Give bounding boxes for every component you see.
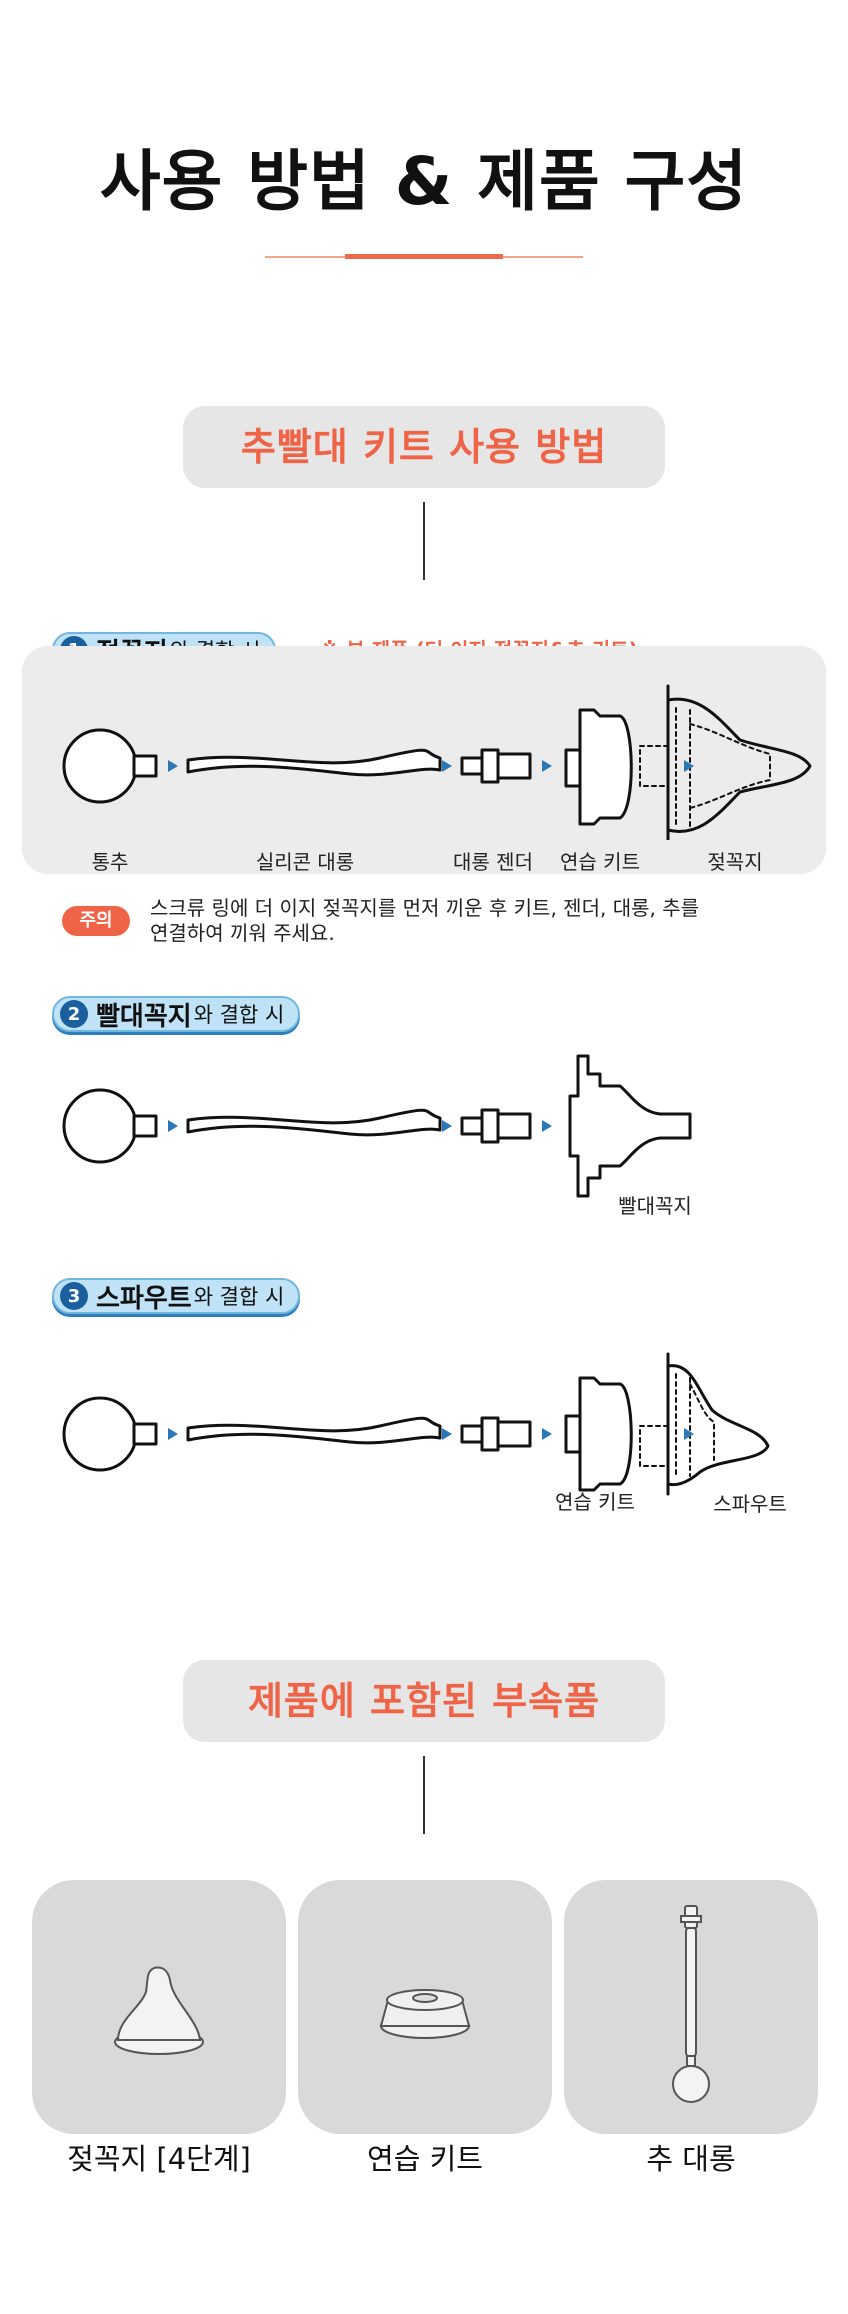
silicone-tube-icon <box>186 748 442 777</box>
practice-kit-side-icon <box>564 708 633 826</box>
arrow-icon <box>542 1120 552 1132</box>
caution-badge: 주의 <box>62 906 130 936</box>
spout-side-icon <box>639 1352 770 1496</box>
arrow-icon <box>542 1428 552 1440</box>
accessory-label-weighted-straw: 추 대롱 <box>646 2142 736 2176</box>
step-2-arrows <box>168 1120 552 1132</box>
accessory-card-nipple <box>32 1880 286 2134</box>
nipple-side-icon <box>639 684 812 840</box>
tube-gender-icon <box>460 1108 532 1144</box>
step-3-label: 3 스파우트 와 결합 시 <box>52 1278 301 1314</box>
accessory-label-practice-kit: 연습 키트 <box>367 2142 483 2176</box>
step-3-title: 스파우트 <box>96 1283 192 1314</box>
nipple-icon <box>114 1966 204 2055</box>
practice-kit-side-icon <box>564 1376 633 1492</box>
arrow-icon <box>442 1428 452 1440</box>
arrow-icon <box>442 760 452 772</box>
arrow-icon <box>684 760 694 772</box>
straw-spout-icon <box>568 1054 692 1198</box>
arrow-icon <box>168 1428 178 1440</box>
step-3-number: 3 <box>60 1282 88 1310</box>
weight-ball-icon <box>62 1396 158 1472</box>
accessories-section-heading: 제품에 포함된 부속품 <box>183 1660 665 1742</box>
caution-line-1: 스크류 링에 더 이지 젖꼭지를 먼저 끼운 후 키트, 젠더, 대롱, 추를 <box>150 896 700 920</box>
step-2-assembly-diagram <box>62 1054 692 1198</box>
part-label-practice-kit: 연습 키트 <box>560 850 640 874</box>
caution-line-2: 연결하여 끼워 주세요. <box>150 921 335 945</box>
arrow-icon <box>542 760 552 772</box>
step-2-title: 빨대꼭지 <box>96 1001 192 1032</box>
weight-ball-icon <box>62 1088 158 1164</box>
caution-text: 스크류 링에 더 이지 젖꼭지를 먼저 끼운 후 키트, 젠더, 대롱, 추를 … <box>150 896 790 946</box>
part-label-practice-kit-2: 연습 키트 <box>555 1490 635 1514</box>
tube-gender-icon <box>460 748 532 784</box>
arrow-icon <box>168 760 178 772</box>
arrow-icon <box>684 1428 694 1440</box>
part-label-straw-spout: 빨대꼭지 <box>618 1194 692 1218</box>
weight-ball-icon <box>62 728 158 804</box>
weighted-straw-icon <box>672 1905 710 2103</box>
silicone-tube-icon <box>186 1108 442 1137</box>
step-1-assembly-diagram <box>62 684 812 840</box>
accessory-card-practice-kit <box>298 1880 552 2134</box>
part-label-nipple: 젖꼭지 <box>707 850 763 874</box>
tube-gender-icon <box>460 1416 532 1452</box>
step-2-number: 2 <box>60 1000 88 1028</box>
accessory-label-nipple: 젖꼭지 [4단계] <box>67 2142 251 2176</box>
part-label-weight: 통추 <box>91 850 129 874</box>
step-1-arrows <box>168 760 694 772</box>
usage-section-connector <box>423 502 425 580</box>
part-label-spout: 스파우트 <box>713 1492 787 1516</box>
practice-kit-icon <box>379 1989 471 2039</box>
step-2-suffix: 와 결합 시 <box>193 1003 285 1027</box>
page-title: 사용 방법 & 제품 구성 <box>99 143 749 220</box>
accessories-section-connector <box>423 1756 425 1834</box>
step-3-suffix: 와 결합 시 <box>193 1285 285 1309</box>
usage-section-heading: 추빨대 키트 사용 방법 <box>183 406 665 488</box>
arrow-icon <box>168 1120 178 1132</box>
part-label-tube-gender: 대롱 젠더 <box>453 850 533 874</box>
accessory-card-weighted-straw <box>564 1880 818 2134</box>
part-label-silicone-tube: 실리콘 대롱 <box>255 850 355 874</box>
step-3-arrows <box>168 1428 694 1440</box>
arrow-icon <box>442 1120 452 1132</box>
title-divider-accent <box>345 254 503 259</box>
silicone-tube-icon <box>186 1416 442 1445</box>
step-2-label: 2 빨대꼭지 와 결합 시 <box>52 996 301 1032</box>
step-3-assembly-diagram <box>62 1352 770 1496</box>
